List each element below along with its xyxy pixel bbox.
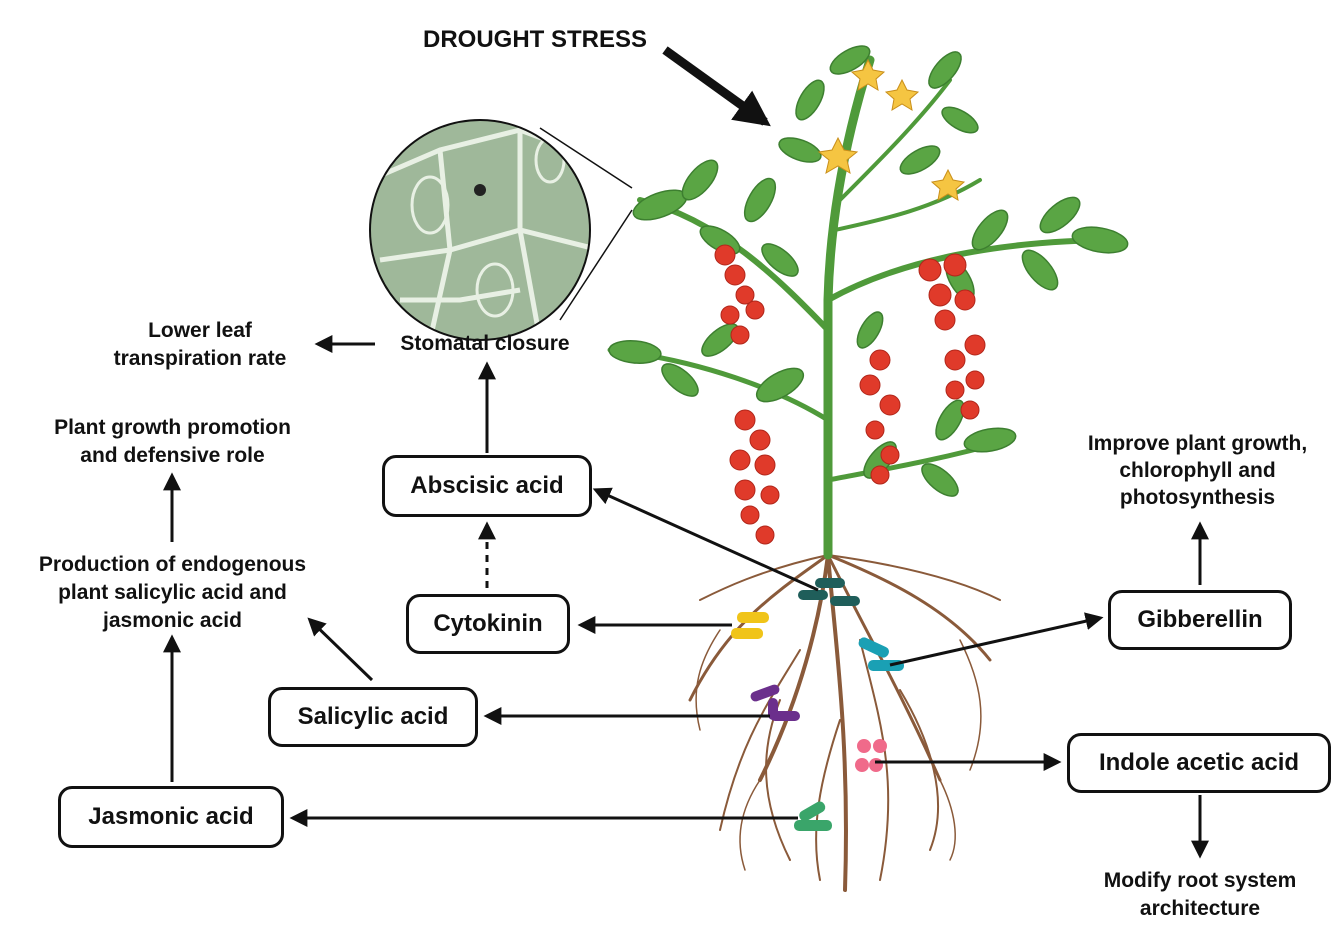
box-cytokinin: Cytokinin: [406, 594, 570, 654]
arrow-microbe-to-gibberellin: [890, 618, 1100, 665]
stomata-microscope-view: [370, 120, 632, 340]
box-gibberellin: Gibberellin: [1108, 590, 1292, 650]
label-endogenous-line-2: plant salicylic acid and: [10, 579, 335, 607]
arrow-drought: [665, 50, 765, 122]
title-drought-stress: DROUGHT STRESS: [400, 26, 670, 54]
arrow-microbe-to-abscisic: [596, 490, 818, 590]
label-root-architecture-line-1: Modify root system: [1075, 867, 1325, 895]
label-growth-promotion-line-2: and defensive role: [20, 442, 325, 470]
label-improve-growth: Improve plant growth, chlorophyll and ph…: [1070, 430, 1325, 511]
microbe-abscisic: [798, 578, 860, 606]
box-abscisic-acid: Abscisic acid: [382, 455, 592, 517]
label-root-architecture-line-2: architecture: [1075, 895, 1325, 923]
microbe-jasmonic: [794, 800, 832, 831]
label-lower-transpiration: Lower leaf transpiration rate: [80, 317, 320, 373]
label-improve-growth-line-2: chlorophyll and: [1070, 457, 1325, 484]
plant-stem: [610, 60, 1120, 555]
label-improve-growth-line-1: Improve plant growth,: [1070, 430, 1325, 457]
label-growth-promotion: Plant growth promotion and defensive rol…: [20, 414, 325, 470]
label-root-architecture: Modify root system architecture: [1075, 867, 1325, 923]
label-lower-transpiration-line-1: Lower leaf: [80, 317, 320, 345]
label-endogenous-production: Production of endogenous plant salicylic…: [10, 551, 335, 635]
label-stomatal-closure: Stomatal closure: [380, 330, 590, 358]
label-improve-growth-line-3: photosynthesis: [1070, 484, 1325, 511]
box-indole-acetic-acid: Indole acetic acid: [1067, 733, 1331, 793]
box-salicylic-acid: Salicylic acid: [268, 687, 478, 747]
microbe-cytokinin: [731, 612, 769, 639]
label-endogenous-line-1: Production of endogenous: [10, 551, 335, 579]
box-jasmonic-acid: Jasmonic acid: [58, 786, 284, 848]
label-growth-promotion-line-1: Plant growth promotion: [20, 414, 325, 442]
label-endogenous-line-3: jasmonic acid: [10, 607, 335, 635]
microbe-indole: [855, 739, 887, 772]
label-lower-transpiration-line-2: transpiration rate: [80, 345, 320, 373]
